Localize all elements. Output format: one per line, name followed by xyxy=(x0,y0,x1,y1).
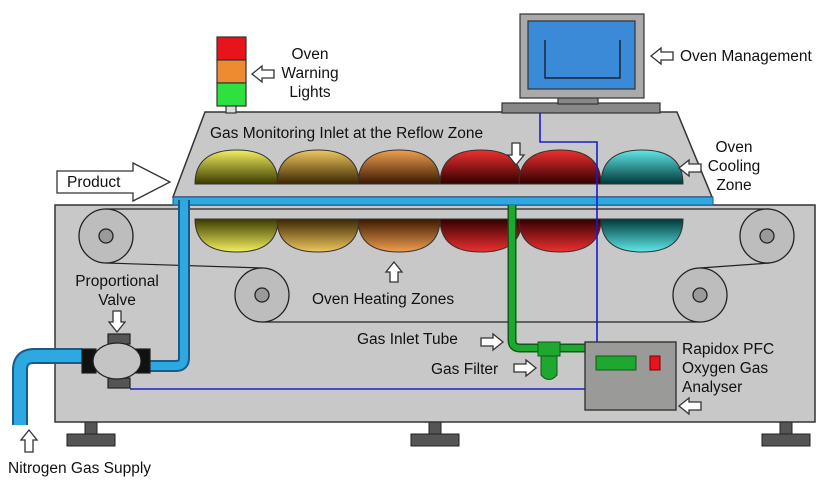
gas-filter-label: Gas Filter xyxy=(431,361,499,378)
conveyor-rollers xyxy=(78,208,795,323)
warning-lights-arrow-icon xyxy=(250,64,275,84)
oven-cooling-zone-label: Oven Cooling Zone xyxy=(707,139,761,194)
product-conveyor-strip xyxy=(172,196,714,206)
oven-management-label: Oven Management xyxy=(680,48,812,65)
analyser-indicator xyxy=(649,355,661,371)
gas-inlet-tube-label: Gas Inlet Tube xyxy=(357,331,458,348)
proportional-valve-label: Proportional Valve xyxy=(75,273,159,309)
oven-warning-lights-label: Oven Warning Lights xyxy=(281,46,339,101)
monitor-graph xyxy=(544,40,621,79)
warning-light-red xyxy=(216,36,247,61)
lower-heating-zones xyxy=(194,218,684,253)
lower-cooling-zone xyxy=(600,218,684,253)
oven-management-arrow-icon xyxy=(649,46,674,66)
nitrogen-pipe xyxy=(12,200,190,425)
outline-arrow-icons xyxy=(19,46,702,453)
nitrogen-arrow-icon xyxy=(19,428,39,453)
upper-zone-3 xyxy=(357,149,441,185)
cooling-zone-arrow-icon xyxy=(677,158,702,178)
valve-arrow-icon xyxy=(107,310,127,334)
upper-heating-zones xyxy=(194,149,684,185)
upper-zone-5 xyxy=(518,149,602,185)
gas-inlet-arrow-icon xyxy=(506,142,526,167)
lower-zone-1 xyxy=(194,218,279,253)
monitor-screen xyxy=(527,20,636,90)
product-label: Product xyxy=(67,174,121,191)
gas-tube-arrow-icon xyxy=(480,332,505,352)
oven-warning-lights-tower xyxy=(216,36,247,114)
lower-zone-2 xyxy=(276,218,360,253)
oven-heating-zones-label: Oven Heating Zones xyxy=(312,291,455,308)
gas-inlet-tube-pipe xyxy=(507,205,588,353)
gas-filter xyxy=(537,341,561,380)
lower-zone-5 xyxy=(518,218,602,253)
upper-zone-2 xyxy=(276,149,360,185)
warning-light-green xyxy=(216,82,247,107)
oxygen-analyser-label: Rapidox PFC Oxygen Gas Analyser xyxy=(682,341,775,396)
warning-light-orange xyxy=(216,59,247,84)
oven-feet xyxy=(66,419,811,447)
upper-zone-1 xyxy=(194,149,279,185)
computer-monitor-icon xyxy=(501,13,661,114)
heating-zones-arrow-icon xyxy=(384,260,404,283)
proportional-valve xyxy=(81,333,151,389)
gas-filter-arrow-icon xyxy=(513,358,538,378)
upper-cooling-zone xyxy=(600,149,684,185)
oxygen-analyser xyxy=(584,341,677,411)
lower-zone-3 xyxy=(357,218,441,253)
nitrogen-gas-supply-label: Nitrogen Gas Supply xyxy=(8,460,152,477)
analyser-display xyxy=(595,355,637,371)
product-arrow-icon xyxy=(56,161,172,203)
signal-wire xyxy=(130,106,598,390)
gas-monitoring-inlet-label: Gas Monitoring Inlet at the Reflow Zone xyxy=(210,125,484,142)
analyser-arrow-icon xyxy=(677,396,702,416)
